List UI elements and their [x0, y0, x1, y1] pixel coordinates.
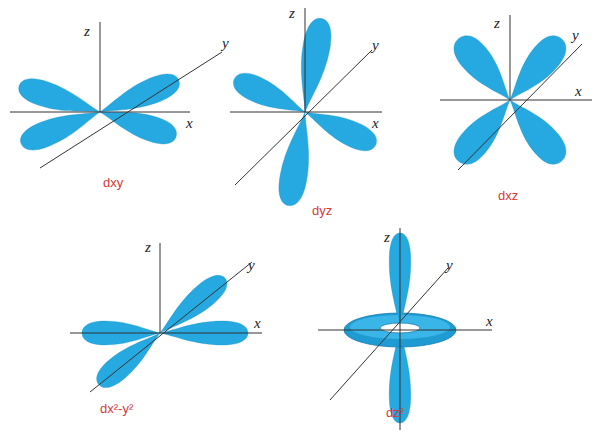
- orbital-name: dxy: [103, 176, 123, 189]
- axis-label: x: [254, 316, 261, 331]
- axis-label: x: [186, 116, 193, 131]
- axis-label: z: [494, 16, 500, 31]
- orbital-name: dx²-y²: [100, 402, 133, 415]
- orbital-name: dz²: [386, 406, 404, 419]
- orbital-name: dyz: [312, 204, 332, 217]
- axis-label: x: [372, 116, 379, 131]
- axis-label: x: [486, 314, 493, 329]
- axis-label: z: [289, 6, 295, 21]
- axis-label: y: [248, 258, 255, 273]
- axis-label: y: [222, 36, 229, 51]
- axes: [10, 8, 592, 430]
- axis-label: y: [572, 28, 579, 43]
- axis-label: z: [384, 230, 390, 245]
- orbital-name: dxz: [498, 189, 518, 202]
- axis-label: z: [145, 240, 151, 255]
- axis-label: z: [84, 24, 90, 39]
- axis-label: y: [446, 258, 453, 273]
- axis-label: y: [372, 38, 379, 53]
- axis-label: x: [575, 84, 582, 99]
